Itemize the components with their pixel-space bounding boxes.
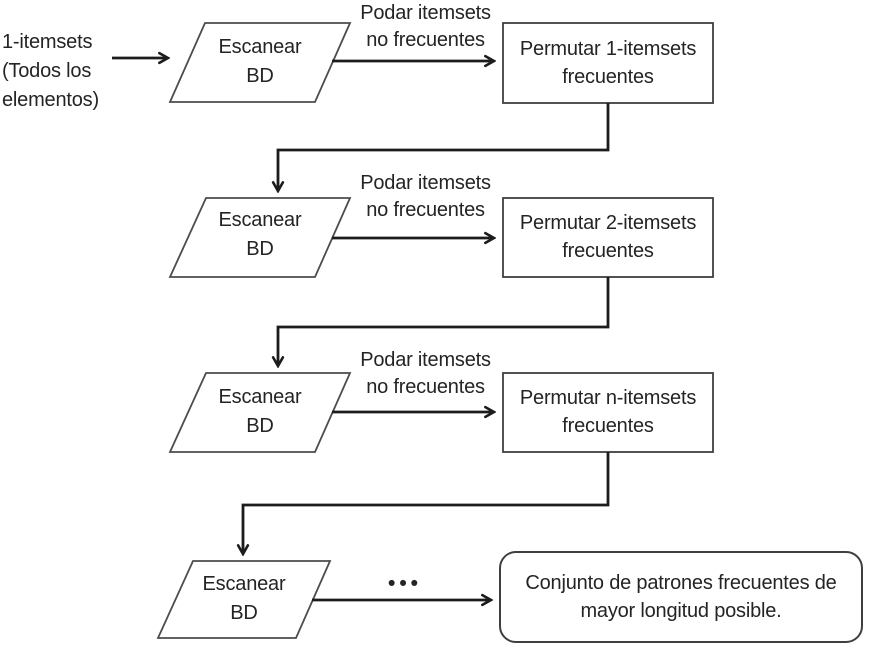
result-label-line2: mayor longitud posible. [580, 600, 782, 622]
elbow-connector-3 [243, 452, 610, 554]
permute-label-1: Permutar 1-itemsets frecuentes [505, 35, 711, 91]
scan-db-parallelogram-4 [156, 560, 332, 639]
scan-db-label-4-line1: Escanear [202, 573, 286, 595]
result-label-line1: Conjunto de patrones frecuentes de [525, 572, 837, 594]
elbow-connector-2 [278, 277, 610, 366]
permute-label-1-line1: Permutar 1-itemsets [519, 38, 697, 60]
start-label: 1-itemsets (Todos los elementos) [2, 28, 114, 115]
prune-label-1-line2: no frecuentes [366, 29, 485, 51]
scan-db-parallelogram-3 [168, 372, 352, 453]
prune-label-1-line1: Podar itemsets [360, 2, 491, 24]
scan-db-label-3-line1: Escanear [218, 386, 302, 408]
scan-db-label-4: Escanear BD [174, 570, 314, 628]
ellipsis-dots: ••• [387, 572, 423, 595]
permute-label-2-line1: Permutar 2-itemsets [519, 212, 697, 234]
scan-db-label-2-line1: Escanear [218, 209, 302, 231]
scan-db-label-1: Escanear BD [190, 33, 330, 91]
start-label-line3: elementos) [2, 89, 99, 111]
prune-label-1: Podar itemsets no frecuentes [348, 0, 503, 54]
prune-label-2-line2: no frecuentes [366, 199, 485, 221]
permute-1-itemsets-box [502, 22, 714, 104]
scan-db-label-2: Escanear BD [190, 206, 330, 264]
scan-db-label-1-line2: BD [246, 65, 274, 87]
prune-label-3: Podar itemsets no frecuentes [348, 347, 503, 401]
start-label-line1: 1-itemsets [2, 31, 93, 53]
scan-db-label-2-line2: BD [246, 238, 274, 260]
prune-label-2-line1: Podar itemsets [360, 172, 491, 194]
start-label-line2: (Todos los [2, 60, 92, 82]
scan-db-label-3: Escanear BD [190, 383, 330, 441]
permute-label-3-line2: frecuentes [562, 415, 654, 437]
result-rounded-box [499, 551, 863, 643]
prune-label-3-line1: Podar itemsets [360, 349, 491, 371]
permute-label-1-line2: frecuentes [562, 66, 654, 88]
permute-label-3: Permutar n-itemsets frecuentes [505, 384, 711, 440]
permute-label-3-line1: Permutar n-itemsets [519, 387, 697, 409]
prune-label-2: Podar itemsets no frecuentes [348, 170, 503, 224]
scan-db-label-1-line1: Escanear [218, 36, 302, 58]
result-label: Conjunto de patrones frecuentes de mayor… [505, 569, 857, 625]
scan-db-parallelogram-2 [168, 197, 352, 278]
scan-db-label-3-line2: BD [246, 415, 274, 437]
permute-label-2: Permutar 2-itemsets frecuentes [505, 209, 711, 265]
permute-n-itemsets-box [502, 372, 714, 453]
permute-label-2-line2: frecuentes [562, 240, 654, 262]
prune-label-3-line2: no frecuentes [366, 376, 485, 398]
scan-db-parallelogram-1 [168, 22, 352, 103]
elbow-connector-1 [278, 103, 610, 191]
scan-db-label-4-line2: BD [230, 602, 258, 624]
